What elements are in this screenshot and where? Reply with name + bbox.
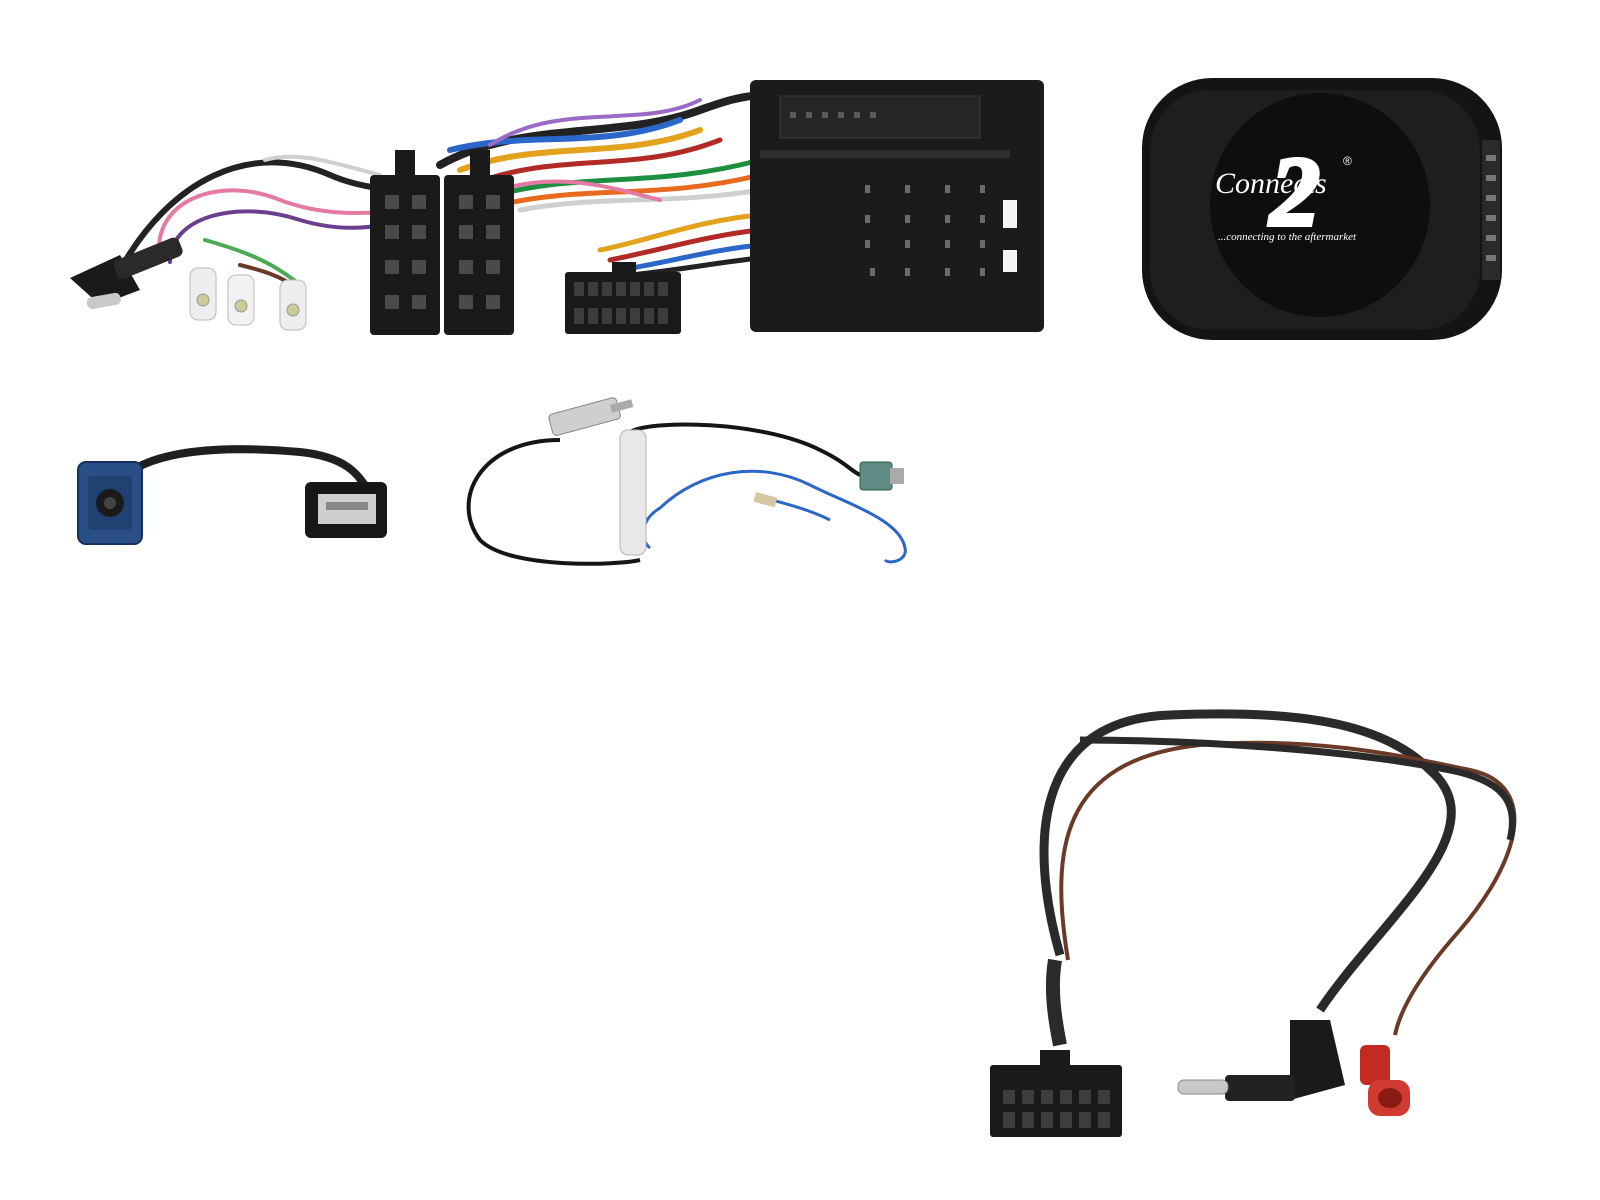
logo-tagline: ...connecting to the aftermarket: [1218, 231, 1357, 243]
logo-mark: 2: [1268, 136, 1320, 247]
connects2-logo: 2 Connects ® ...connecting to the afterm…: [1215, 134, 1357, 249]
bullet-connectors: [189, 267, 307, 331]
patch-lead: [990, 709, 1517, 1137]
interface-box: 2 Connects ® ...connecting to the afterm…: [1142, 78, 1502, 340]
fakra-usb-adapter: [77, 445, 387, 545]
logo-registered: ®: [1343, 154, 1352, 168]
sixteen-pin-connector: [565, 262, 681, 334]
quadlock-connector: [750, 80, 1044, 332]
jack-plug: [70, 237, 183, 310]
iso-harness: [70, 80, 1044, 335]
antenna-adapter: [466, 397, 907, 566]
logo-brand: Connects: [1215, 167, 1327, 200]
iso-connector-blocks: [370, 150, 514, 335]
